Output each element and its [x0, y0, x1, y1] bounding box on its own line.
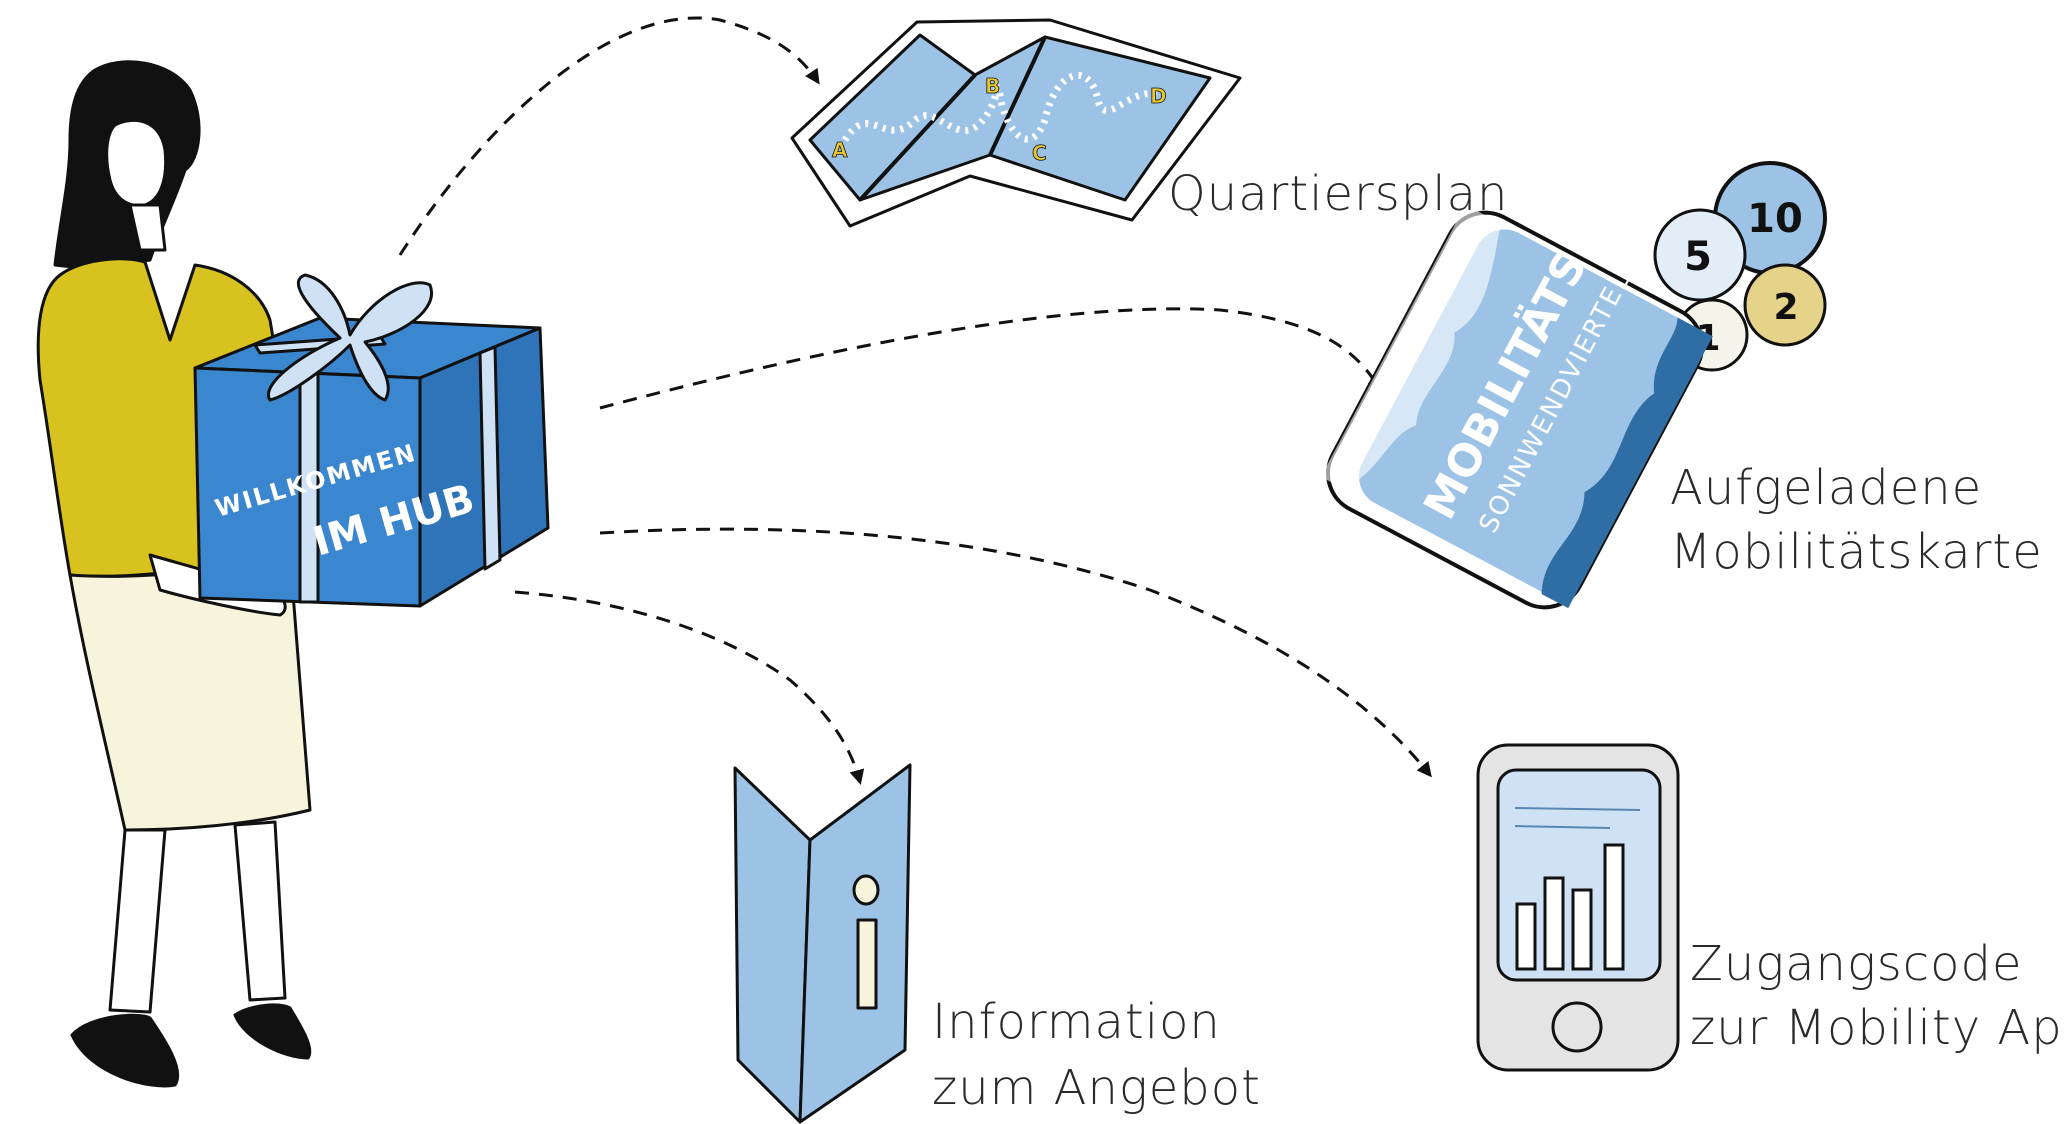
arrow-to-map — [398, 16, 820, 256]
info-bar — [856, 918, 878, 1010]
arrow-to-card — [599, 307, 1382, 410]
home-button — [1551, 1001, 1603, 1053]
route-line — [842, 71, 1162, 143]
coin-5 — [1653, 208, 1747, 302]
app-label-line2: zur Mobility App — [1690, 1000, 2065, 1056]
app-bar — [1515, 902, 1537, 971]
coin-10-label: 10 — [1747, 196, 1803, 242]
map-icon: A B C D — [790, 18, 1242, 228]
phone-icon — [1476, 743, 1680, 1072]
map-point-c: C — [1032, 141, 1047, 165]
bow — [266, 273, 434, 402]
info-dot — [852, 874, 880, 906]
gift-box: WILLKOMMEN IM HUB — [193, 273, 550, 608]
info-label-line1: Information — [932, 994, 1221, 1050]
map-point-b: B — [985, 74, 1000, 98]
app-bar — [1603, 843, 1625, 971]
arrow-to-app — [599, 527, 1432, 778]
coin-2-label: 2 — [1773, 287, 1798, 328]
shoe-right — [233, 1003, 312, 1060]
card-label-line1: Aufgeladene — [1670, 460, 1983, 516]
coin-stack: 10 5 2 1 — [1653, 161, 1827, 372]
arrows — [398, 16, 1432, 785]
shoe-left — [70, 1013, 180, 1088]
coin-2 — [1743, 263, 1827, 347]
app-bar — [1543, 876, 1565, 971]
map-point-d: D — [1150, 84, 1167, 108]
app-bar — [1571, 888, 1593, 971]
woman-figure — [36, 60, 312, 1088]
mobility-card: MOBILITÄTSKARTE SONNWENDVIERTEL OST — [1320, 101, 1713, 610]
coin-5-label: 5 — [1684, 234, 1712, 280]
map-point-a: A — [832, 138, 848, 162]
map-label: Quartiersplan — [1168, 166, 1509, 222]
card-label-line2: Mobilitätskarte — [1670, 524, 2043, 580]
app-label-line1: Zugangscode — [1690, 936, 2023, 992]
arrow-to-info — [514, 590, 865, 785]
info-label-line2: zum Angebot — [932, 1060, 1261, 1116]
face — [105, 118, 168, 208]
info-folder — [733, 763, 912, 1124]
